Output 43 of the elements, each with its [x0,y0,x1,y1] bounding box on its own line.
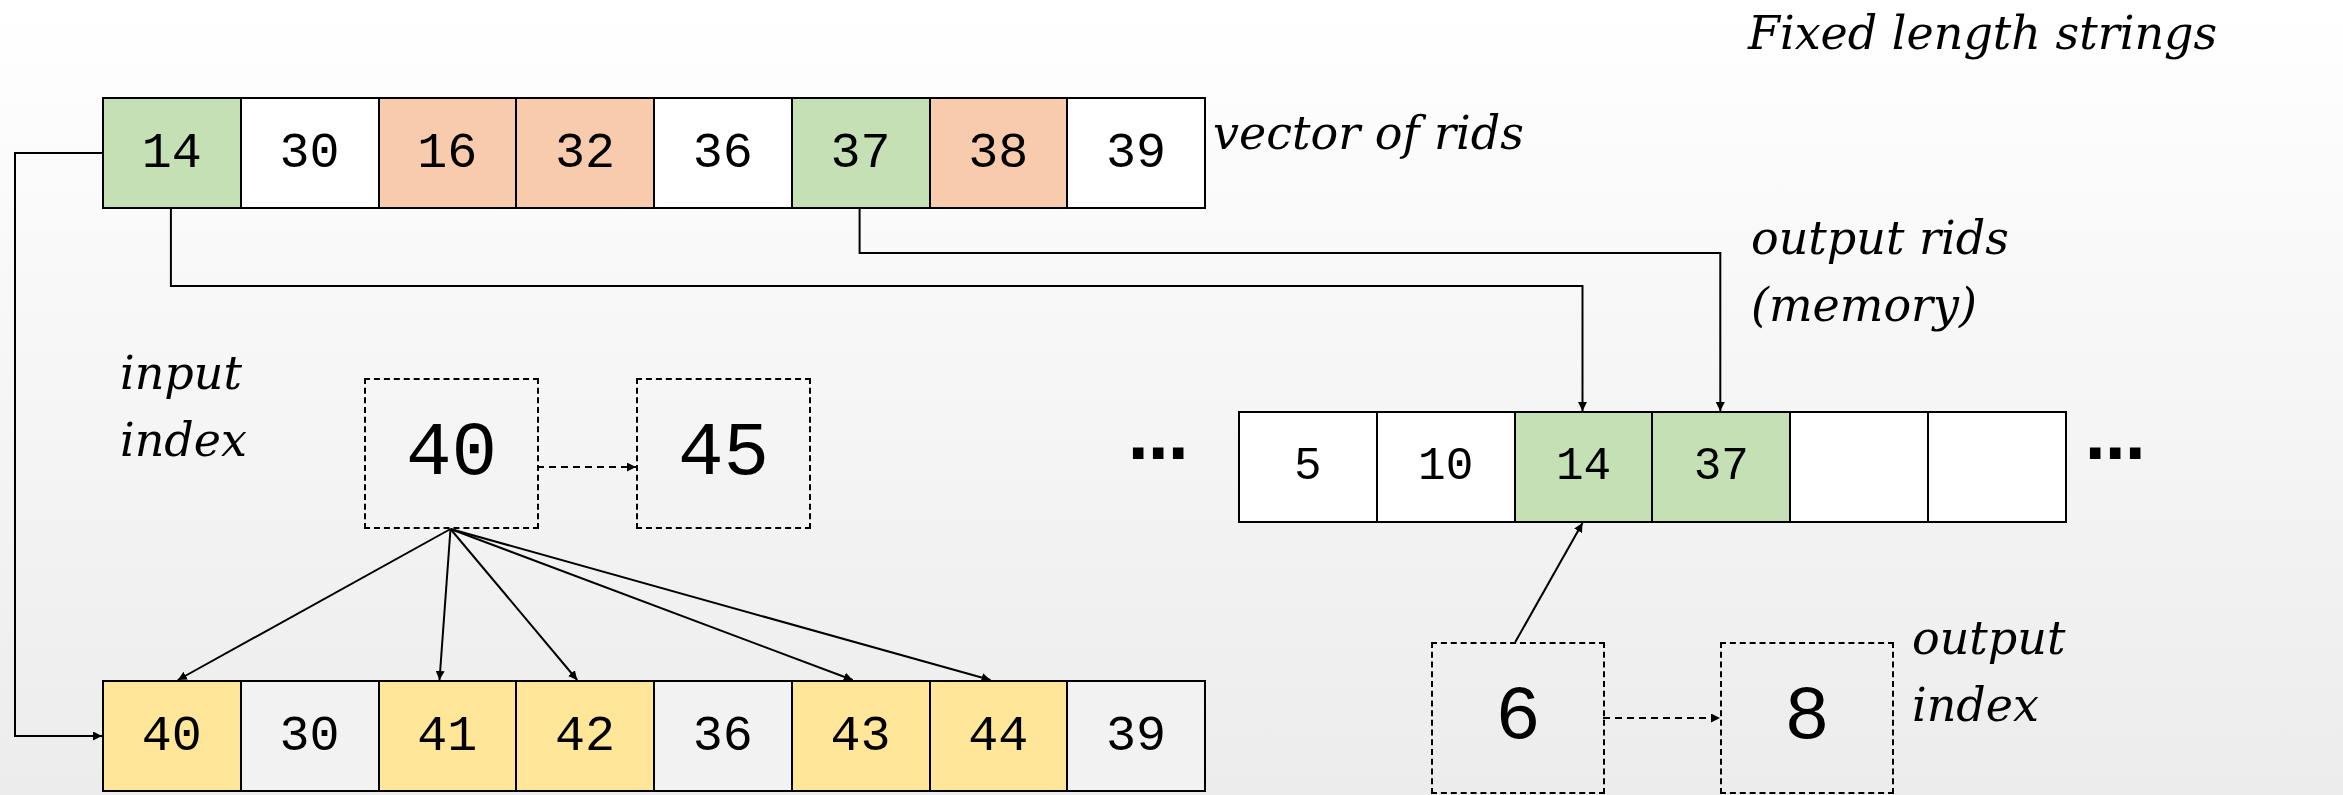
index-box: 8 [1720,642,1894,794]
index-label: input index [120,345,248,469]
dashed-arrow [536,462,637,472]
array-cell: 14 [1513,411,1654,523]
index-box: 40 [364,378,539,529]
index-box: 45 [636,378,811,529]
ellipsis: ⋯ [1128,417,1188,490]
array-cell: 37 [790,97,931,209]
array-cell: 43 [790,680,931,792]
arrow [1514,522,1584,643]
array-cell: 39 [1066,97,1206,209]
dashed-arrow [1602,713,1721,723]
arrow [449,528,579,681]
arrow [449,528,992,682]
array-cell: 36 [653,680,793,792]
array-label: vector of rids [1213,105,1524,162]
array-cell: 44 [928,680,1069,792]
arrow [14,152,103,741]
array-cell: 14 [102,97,242,209]
array-cell: 36 [653,97,793,209]
array-cell: 30 [239,680,380,792]
arrow [858,208,1725,412]
array-cell: 37 [1651,411,1792,523]
array-cell [1789,411,1929,523]
ellipsis: ⋯ [2085,417,2145,490]
array-cell: 42 [515,680,655,792]
arrow [435,528,452,681]
arrow [169,208,1587,412]
index-box: 6 [1431,642,1605,794]
array-cell [1927,411,2067,523]
array-cell: 10 [1375,411,1516,523]
array-label: output rids (memory) [1751,210,2010,334]
array-cell: 40 [102,680,242,792]
array-cell: 5 [1238,411,1378,523]
arrow [176,528,452,681]
array-cell: 39 [1066,680,1206,792]
array-cell: 41 [377,680,518,792]
title: Fixed length strings [1748,5,2218,62]
array-cell: 30 [239,97,380,209]
array-cell: 38 [928,97,1069,209]
array-cell: 16 [377,97,518,209]
index-label: output index [1912,610,2067,734]
array-cell: 32 [515,97,655,209]
